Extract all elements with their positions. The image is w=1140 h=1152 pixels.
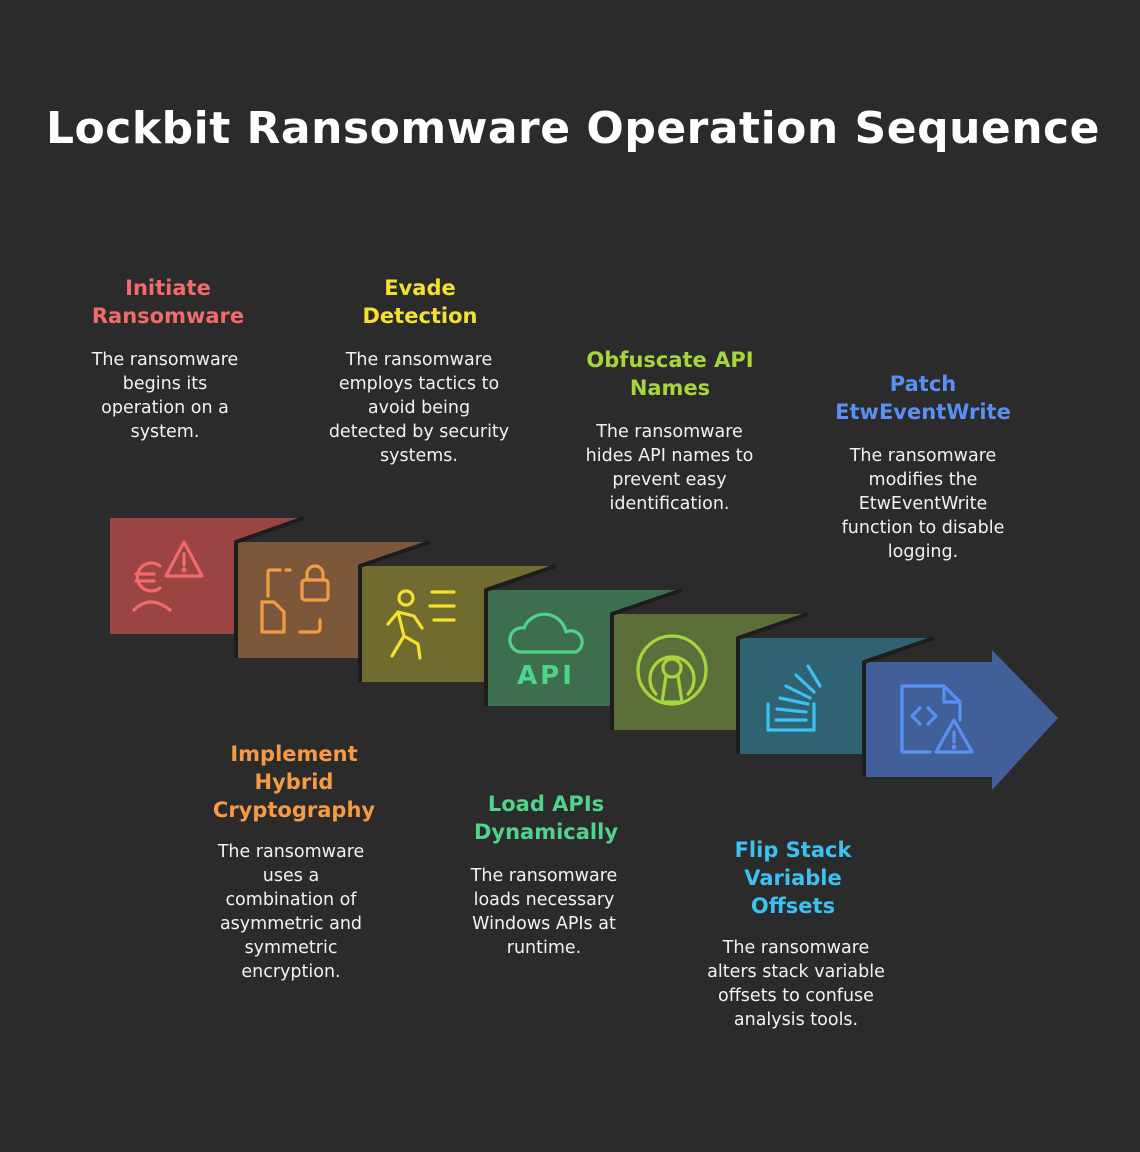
step-label-load-apis: Load APIs Dynamically [473,792,619,844]
step-label-patch-etw: Patch EtwEventWrite [835,372,1011,424]
step-panel-flip-stack [736,612,934,754]
step-desc-obfuscate: The ransomware hides API names to preven… [585,422,754,514]
page-title: Lockbit Ransomware Operation Sequence [46,103,1100,154]
step-desc-load-apis: The ransomware loads necessary Windows A… [470,866,618,958]
step-label-initiate: Initiate Ransomware [91,276,245,328]
stack-overflow-icon [766,664,822,732]
code-file-warning-icon [900,684,974,754]
step-desc-flip-stack: The ransomware alters stack variable off… [707,938,885,1030]
euro-warning-icon [132,540,204,612]
step-panel-evade [358,540,556,682]
running-person-icon [386,589,456,660]
step-panel-load-apis [484,564,682,706]
step-label-flip-stack: Flip Stack Variable Offsets [734,838,852,918]
cloud-api-icon: API [508,612,584,691]
step-desc-patch-etw: The ransomware modifies the EtwEventWrit… [841,446,1005,562]
step-desc-evade: The ransomware employs tactics to avoid … [328,350,510,466]
step-desc-initiate: The ransomware begins its operation on a… [91,350,239,442]
file-lock-icon [260,564,330,634]
step-label-evade: Evade Detection [362,276,478,328]
svg-text:API: API [517,661,575,691]
step-label-obfuscate: Obfuscate API Names [586,348,754,400]
keyhole-icon [636,634,708,706]
step-label-hybrid-crypto: Implement Hybrid Cryptography [212,742,376,822]
step-desc-hybrid-crypto: The ransomware uses a combination of asy… [217,842,365,982]
